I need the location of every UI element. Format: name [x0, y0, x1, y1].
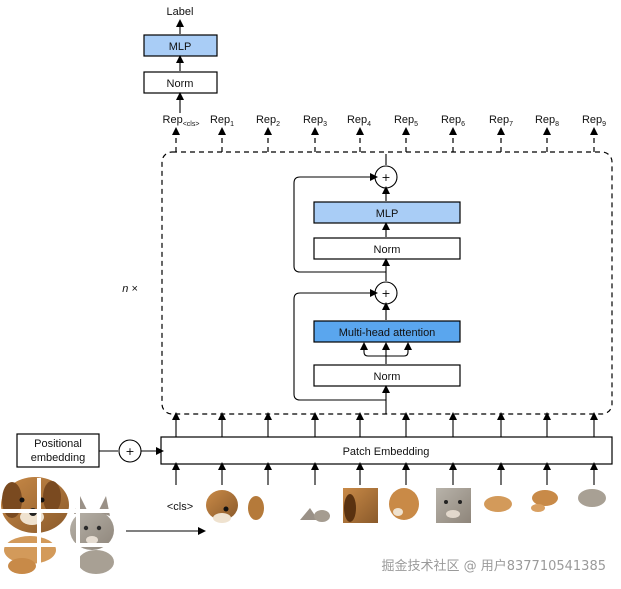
embedding-output-arrows [172, 412, 598, 437]
image-patch [343, 488, 378, 523]
repeat-n-label: n × [122, 283, 138, 295]
image-patch [297, 488, 332, 523]
positional-embedding-label-line2: embedding [31, 452, 85, 464]
rep-label: Rep3 [303, 114, 327, 128]
patch-embedding-label: Patch Embedding [343, 446, 430, 458]
residual-connection-top [293, 173, 386, 273]
residual-connection-bottom [293, 289, 386, 401]
rep-output-arrows [172, 127, 598, 152]
image-patch [436, 488, 471, 523]
inner-mlp-label: MLP [376, 208, 399, 220]
top-mlp-label: MLP [169, 41, 192, 53]
encoder-block-border [161, 151, 613, 415]
attention-label: Multi-head attention [339, 327, 436, 339]
rep-label: Rep<cls> [163, 114, 200, 128]
watermark-text: 掘金技术社区 @ 用户837710541385 [381, 558, 606, 574]
rep-label: Rep9 [582, 114, 606, 128]
rep-label: Rep7 [489, 114, 513, 128]
image-patch [529, 488, 564, 523]
image-patch [389, 488, 424, 523]
rep-label: Rep5 [394, 114, 418, 128]
patch-thumbnails [205, 488, 611, 523]
plus-icon: + [381, 287, 390, 300]
positional-embedding-label-line1: Positional [34, 438, 82, 450]
patch-input-arrows [172, 462, 598, 485]
plus-icon: + [125, 445, 134, 458]
rep-label: Rep4 [347, 114, 371, 128]
rep-label: Rep1 [210, 114, 234, 128]
inner-norm-bottom-label: Norm [374, 371, 401, 383]
output-label: Label [167, 6, 194, 18]
image-patch [482, 488, 517, 523]
source-image-grid [0, 477, 118, 578]
cls-token-label: <cls> [167, 501, 193, 513]
image-patch [248, 488, 285, 523]
rep-label: Rep6 [441, 114, 465, 128]
top-norm-label: Norm [167, 78, 194, 90]
patch-embedding-box [160, 436, 613, 465]
rep-label: Rep8 [535, 114, 559, 128]
inner-norm-top-label: Norm [374, 244, 401, 256]
rep-labels: Rep<cls> Rep1 Rep2 Rep3 Rep4 Rep5 Rep6 R… [163, 114, 607, 128]
image-patch [205, 488, 240, 523]
rep-label: Rep2 [256, 114, 280, 128]
qkv-arrows [360, 342, 412, 364]
plus-icon: + [381, 171, 390, 184]
image-patch [576, 488, 611, 523]
